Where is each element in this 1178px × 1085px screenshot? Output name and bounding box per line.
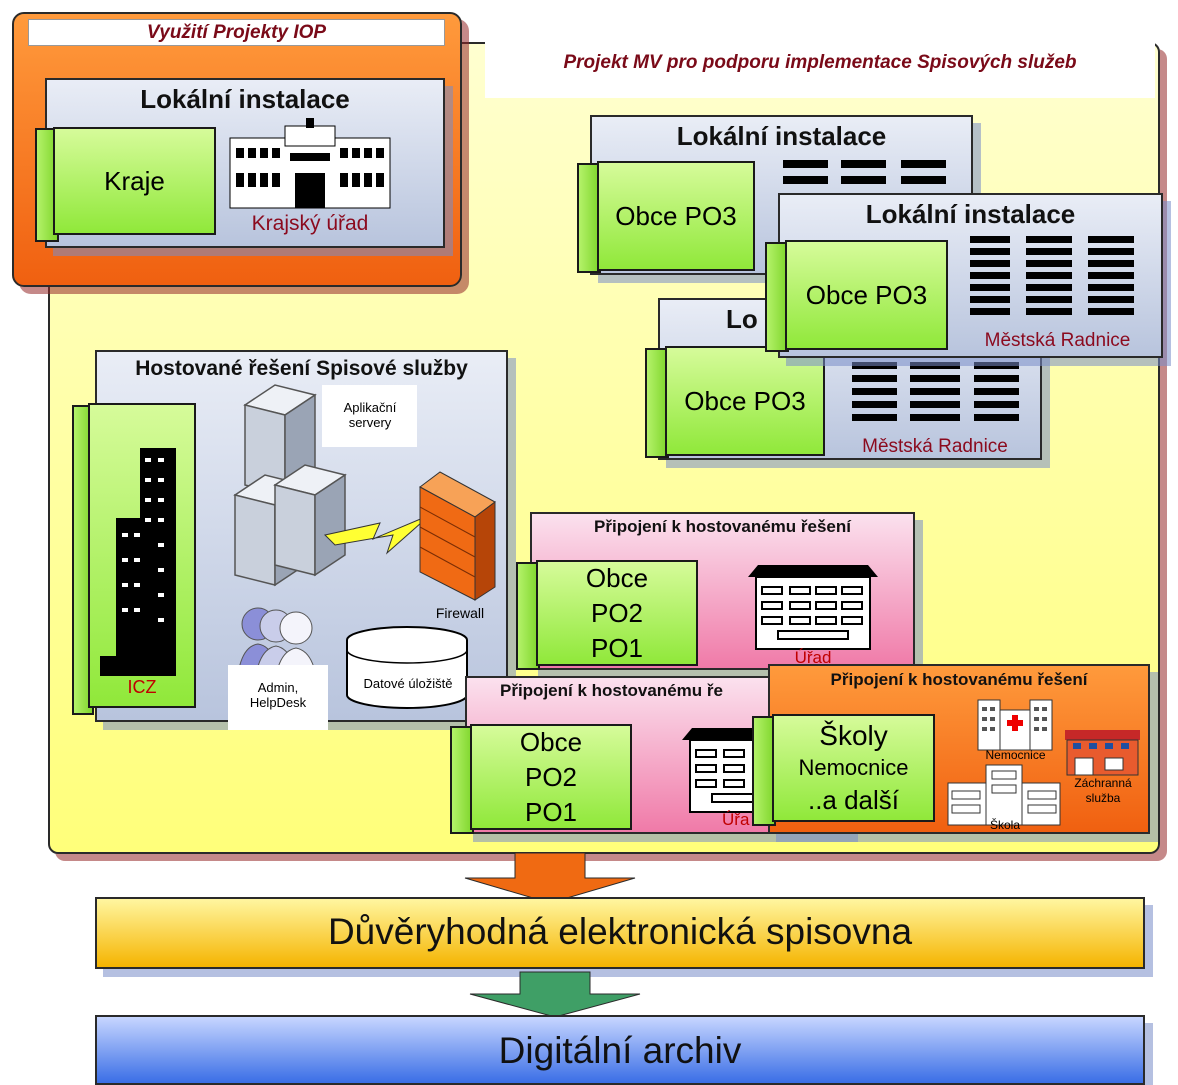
connect-box-2-line-1: Obce — [519, 726, 583, 757]
rescue-label: Záchranná služba — [1074, 776, 1132, 805]
kraje-box-label: Kraje — [104, 165, 165, 196]
trusted-archive-bar — [95, 897, 1145, 969]
firewall-label: Firewall — [435, 605, 485, 621]
obce-panel-1-title: Lokální instalace — [676, 121, 887, 151]
obce-box-2-label: Obce PO3 — [805, 279, 928, 310]
icz-skyscraper-icon — [100, 448, 176, 676]
obce-panel-3-title: Lo — [726, 304, 758, 334]
radnice-building-icon-3 — [852, 362, 1019, 421]
app-servers-label-box — [322, 385, 417, 447]
admin-label-box — [228, 665, 328, 730]
school-label: Škola — [989, 818, 1021, 832]
data-storage-label: Datové úložiště — [363, 676, 453, 691]
radnice-label-2: Městská Radnice — [984, 330, 1131, 351]
krajsky-urad-label: Krajský úřad — [251, 212, 369, 235]
kraje-panel-title: Lokální instalace — [140, 84, 350, 114]
connect-box-1-line-3: PO1 — [590, 632, 644, 663]
connect-box-1-line-1: Obce — [585, 562, 649, 593]
mv-project-title: Projekt MV pro podporu implementace Spis… — [563, 52, 1077, 73]
obce-box-1: Obce PO3 — [597, 161, 755, 271]
connect-box-2-line-3: PO1 — [524, 796, 578, 827]
urad-building-icon-1 — [748, 565, 878, 650]
data-storage-icon — [346, 626, 468, 709]
icz-label: ICZ — [127, 677, 157, 697]
orange-down-arrow — [464, 852, 636, 904]
connect-panel-2-title: Připojení k hostovanému ře — [500, 681, 723, 700]
obce-box-2: Obce PO3 — [785, 240, 948, 350]
green-down-arrow — [469, 971, 641, 1018]
rescue-station-icon — [1065, 730, 1140, 776]
urad-label-1: Úřad — [794, 648, 832, 667]
application-servers-icon — [233, 384, 347, 587]
obce-box-1-label: Obce PO3 — [615, 200, 737, 231]
obce-box-3: Obce PO3 — [665, 346, 825, 456]
krajsky-urad-building-icon — [229, 118, 391, 209]
urad-label-2: Úřa — [722, 810, 750, 829]
digital-archive-bar — [95, 1015, 1145, 1085]
radnice-label-3: Městská Radnice — [862, 436, 1008, 457]
mv-project-title-strip — [485, 40, 1155, 98]
connect-box-2: Obce PO2 PO1 — [470, 724, 632, 830]
radnice-building-icon-1 — [783, 160, 946, 184]
digital-archive-label: Digitální archiv — [498, 1030, 742, 1071]
connect-box-3: Školy Nemocnice ..a další — [772, 714, 935, 822]
admin-label: Admin, HelpDesk — [249, 680, 307, 710]
radnice-building-icon-2 — [970, 236, 1134, 315]
connect-box-1-line-2: PO2 — [590, 597, 644, 628]
connect-box-1: Obce PO2 PO1 — [536, 560, 698, 666]
connect-box-2-line-2: PO2 — [524, 761, 578, 792]
school-icon — [947, 764, 1061, 826]
trusted-archive-label: Důvěryhodná elektronická spisovna — [327, 911, 913, 952]
obce-panel-2-title: Lokální instalace — [865, 199, 1076, 229]
firewall-icon — [419, 471, 496, 601]
iop-title: Využití Projekty IOP — [146, 22, 327, 43]
hospital-icon — [977, 699, 1053, 751]
connect-box-3-line-2: Nemocnice — [798, 755, 909, 780]
app-servers-label: Aplikační servery — [343, 400, 397, 430]
hospital-label: Nemocnice — [985, 748, 1046, 762]
connect-panel-1-title: Připojení k hostovanému řešení — [594, 517, 851, 536]
iop-title-box — [28, 19, 445, 46]
hosted-panel-title: Hostované řešení Spisové služby — [135, 357, 468, 380]
obce-box-3-label: Obce PO3 — [684, 385, 806, 416]
kraje-box: Kraje — [53, 127, 216, 235]
lightning-link-icon — [323, 514, 431, 555]
connect-panel-3-title: Připojení k hostovanému řešení — [830, 670, 1088, 689]
connect-box-3-line-1: Školy — [819, 720, 888, 751]
connect-box-3-line-3: ..a další — [807, 785, 900, 815]
